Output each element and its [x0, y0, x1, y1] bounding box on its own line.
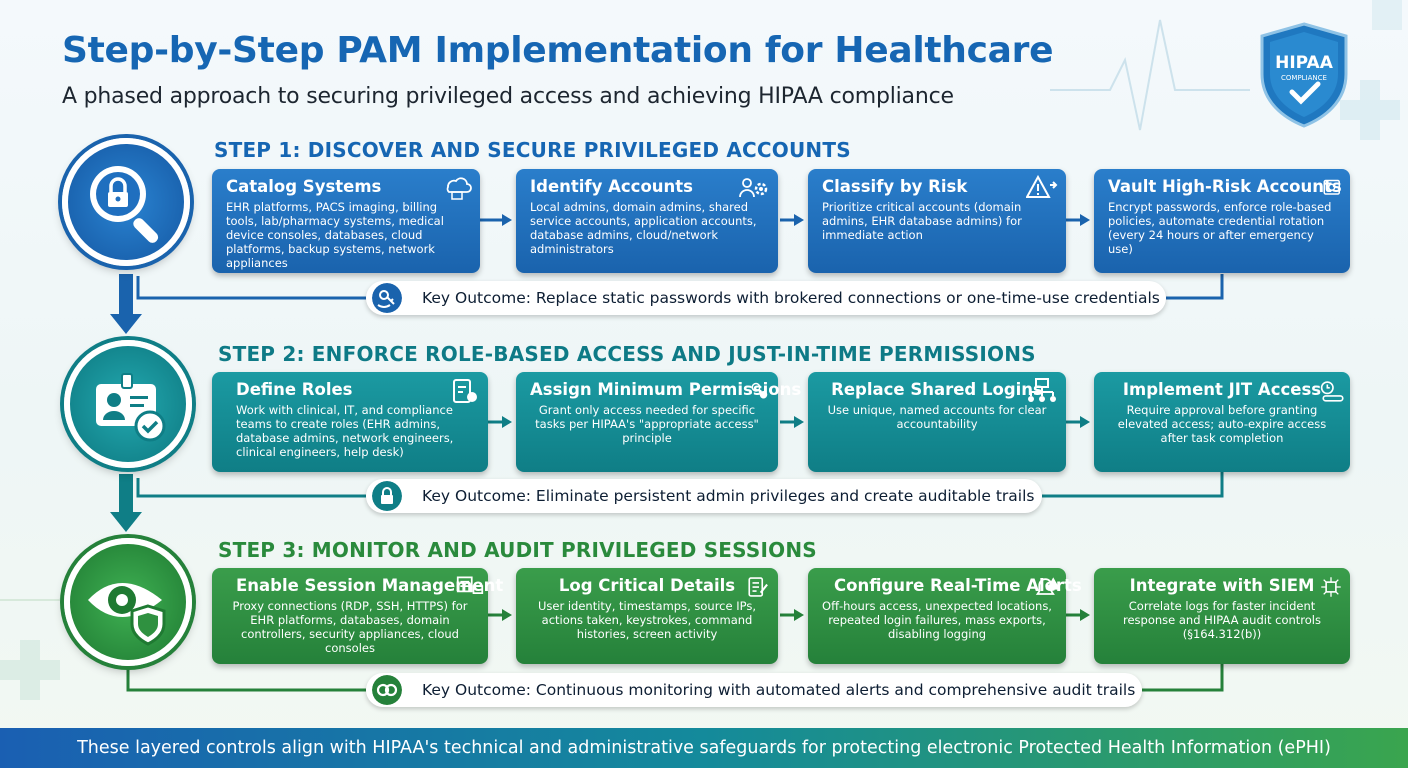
step2-card-assign-minimum-permissions: Assign Minimum Permissions Grant only ac…	[516, 372, 802, 472]
outcome-text: Key Outcome: Replace static passwords wi…	[422, 289, 1160, 307]
users-gear-icon	[739, 178, 768, 198]
step2-card-replace-shared-logins: Replace Shared Logins Use unique, named …	[808, 372, 1066, 472]
step3-card-log-critical-details: Log Critical Details User identity, time…	[516, 568, 778, 664]
step3-key-outcome: Key Outcome: Continuous monitoring with …	[366, 673, 1142, 707]
step2-card-define-roles: Define Roles Work with clinical, IT, and…	[212, 372, 488, 472]
card-heading: Catalog Systems	[226, 177, 382, 196]
card-heading: Assign Minimum Permissions	[530, 380, 802, 399]
warning-arrow-icon	[1026, 175, 1058, 198]
outcome-text: Key Outcome: Eliminate persistent admin …	[422, 487, 1035, 505]
step3-card-configure-real-time-alerts: Configure Real-Time Alerts Off-hours acc…	[808, 568, 1082, 664]
card-heading: Implement JIT Access	[1122, 380, 1322, 399]
card-heading: Integrate with SIEM	[1129, 576, 1315, 595]
key-hand-icon	[372, 283, 402, 313]
card-text: Correlate logs for faster incident respo…	[1123, 599, 1321, 641]
card-text: Proxy connections (RDP, SSH, HTTPS) for …	[232, 599, 468, 655]
card-heading: Replace Shared Logins	[831, 380, 1043, 399]
svg-text:COMPLIANCE: COMPLIANCE	[1281, 74, 1327, 82]
chain-lock-icon	[372, 481, 402, 511]
card-heading: Identify Accounts	[530, 177, 693, 196]
step3-card-enable-session-management: Enable Session Management Proxy connecti…	[212, 568, 504, 664]
step2-key-outcome: Key Outcome: Eliminate persistent admin …	[366, 479, 1042, 513]
svg-text:HIPAA: HIPAA	[1275, 53, 1334, 73]
step2-card-implement-jit-access: Implement JIT Access Require approval be…	[1094, 372, 1350, 472]
footer-text: These layered controls align with HIPAA'…	[77, 738, 1331, 758]
outcome-text: Key Outcome: Continuous monitoring with …	[422, 681, 1136, 699]
bell-alert-icon	[1035, 577, 1061, 595]
page-title: Step-by-Step PAM Implementation for Heal…	[62, 30, 1054, 71]
org-chart-icon	[1028, 378, 1056, 402]
step3-card-integrate-with-siem: Integrate with SIEM Correlate logs for f…	[1094, 568, 1350, 664]
key-minus-icon	[751, 382, 768, 399]
card-text: Encrypt passwords, enforce role-based po…	[1108, 200, 1332, 256]
step1-card-identify-accounts: Identify Accounts Local admins, domain a…	[516, 169, 778, 273]
card-heading: Log Critical Details	[558, 576, 736, 595]
clock-toggle-icon	[1320, 381, 1344, 402]
step1-card-catalog-systems: Catalog Systems EHR platforms, PACS imag…	[212, 169, 480, 273]
card-text: Off-hours access, unexpected locations, …	[822, 599, 1052, 641]
log-document-icon	[748, 577, 768, 597]
card-text: User identity, timestamps, source IPs, a…	[537, 599, 756, 641]
footer-banner: These layered controls align with HIPAA'…	[0, 728, 1408, 768]
step1-title: STEP 1: DISCOVER AND SECURE PRIVILEGED A…	[214, 138, 851, 162]
lock-magnifier-icon	[90, 166, 159, 243]
eye-shield-icon	[88, 583, 166, 646]
network-chip-icon	[1321, 577, 1341, 597]
clipboard-user-icon	[453, 379, 477, 403]
card-text: Work with clinical, IT, and compliance t…	[236, 403, 454, 459]
card-heading: Classify by Risk	[822, 177, 968, 196]
server-cloud-icon	[446, 177, 472, 200]
step2-title: STEP 2: ENFORCE ROLE-BASED ACCESS AND JU…	[218, 342, 1036, 366]
card-heading: Enable Session Management	[236, 576, 504, 595]
card-text: Prioritize critical accounts (domain adm…	[822, 200, 1022, 242]
hipaa-compliance-badge: HIPAA COMPLIANCE	[1260, 22, 1348, 128]
link-cycle-icon	[372, 675, 402, 705]
card-text: Grant only access needed for specific ta…	[535, 403, 759, 445]
card-heading: Vault High-Risk Accounts	[1108, 177, 1342, 196]
step1-card-vault-high-risk-accounts: Vault High-Risk Accounts Encrypt passwor…	[1094, 169, 1350, 273]
step1-key-outcome: Key Outcome: Replace static passwords wi…	[366, 281, 1166, 315]
card-heading: Define Roles	[236, 380, 353, 399]
card-heading: Configure Real-Time Alerts	[834, 576, 1082, 595]
server-monitor-icon	[456, 576, 484, 594]
card-text: Require approval before granting elevate…	[1117, 403, 1327, 445]
card-text: Use unique, named accounts for clear acc…	[827, 403, 1047, 431]
step3-title: STEP 3: MONITOR AND AUDIT PRIVILEGED SES…	[218, 538, 817, 562]
id-badge-check-icon	[96, 373, 166, 442]
step1-icon-circle	[62, 138, 190, 266]
step2-icon-circle	[64, 340, 192, 468]
vault-icon	[1323, 179, 1340, 195]
page-subtitle: A phased approach to securing privileged…	[62, 84, 954, 109]
step1-card-classify-by-risk: Classify by Risk Prioritize critical acc…	[808, 169, 1066, 273]
card-text: Local admins, domain admins, shared serv…	[530, 200, 757, 256]
card-text: EHR platforms, PACS imaging, billing too…	[226, 200, 444, 270]
step3-icon-circle	[64, 538, 192, 666]
